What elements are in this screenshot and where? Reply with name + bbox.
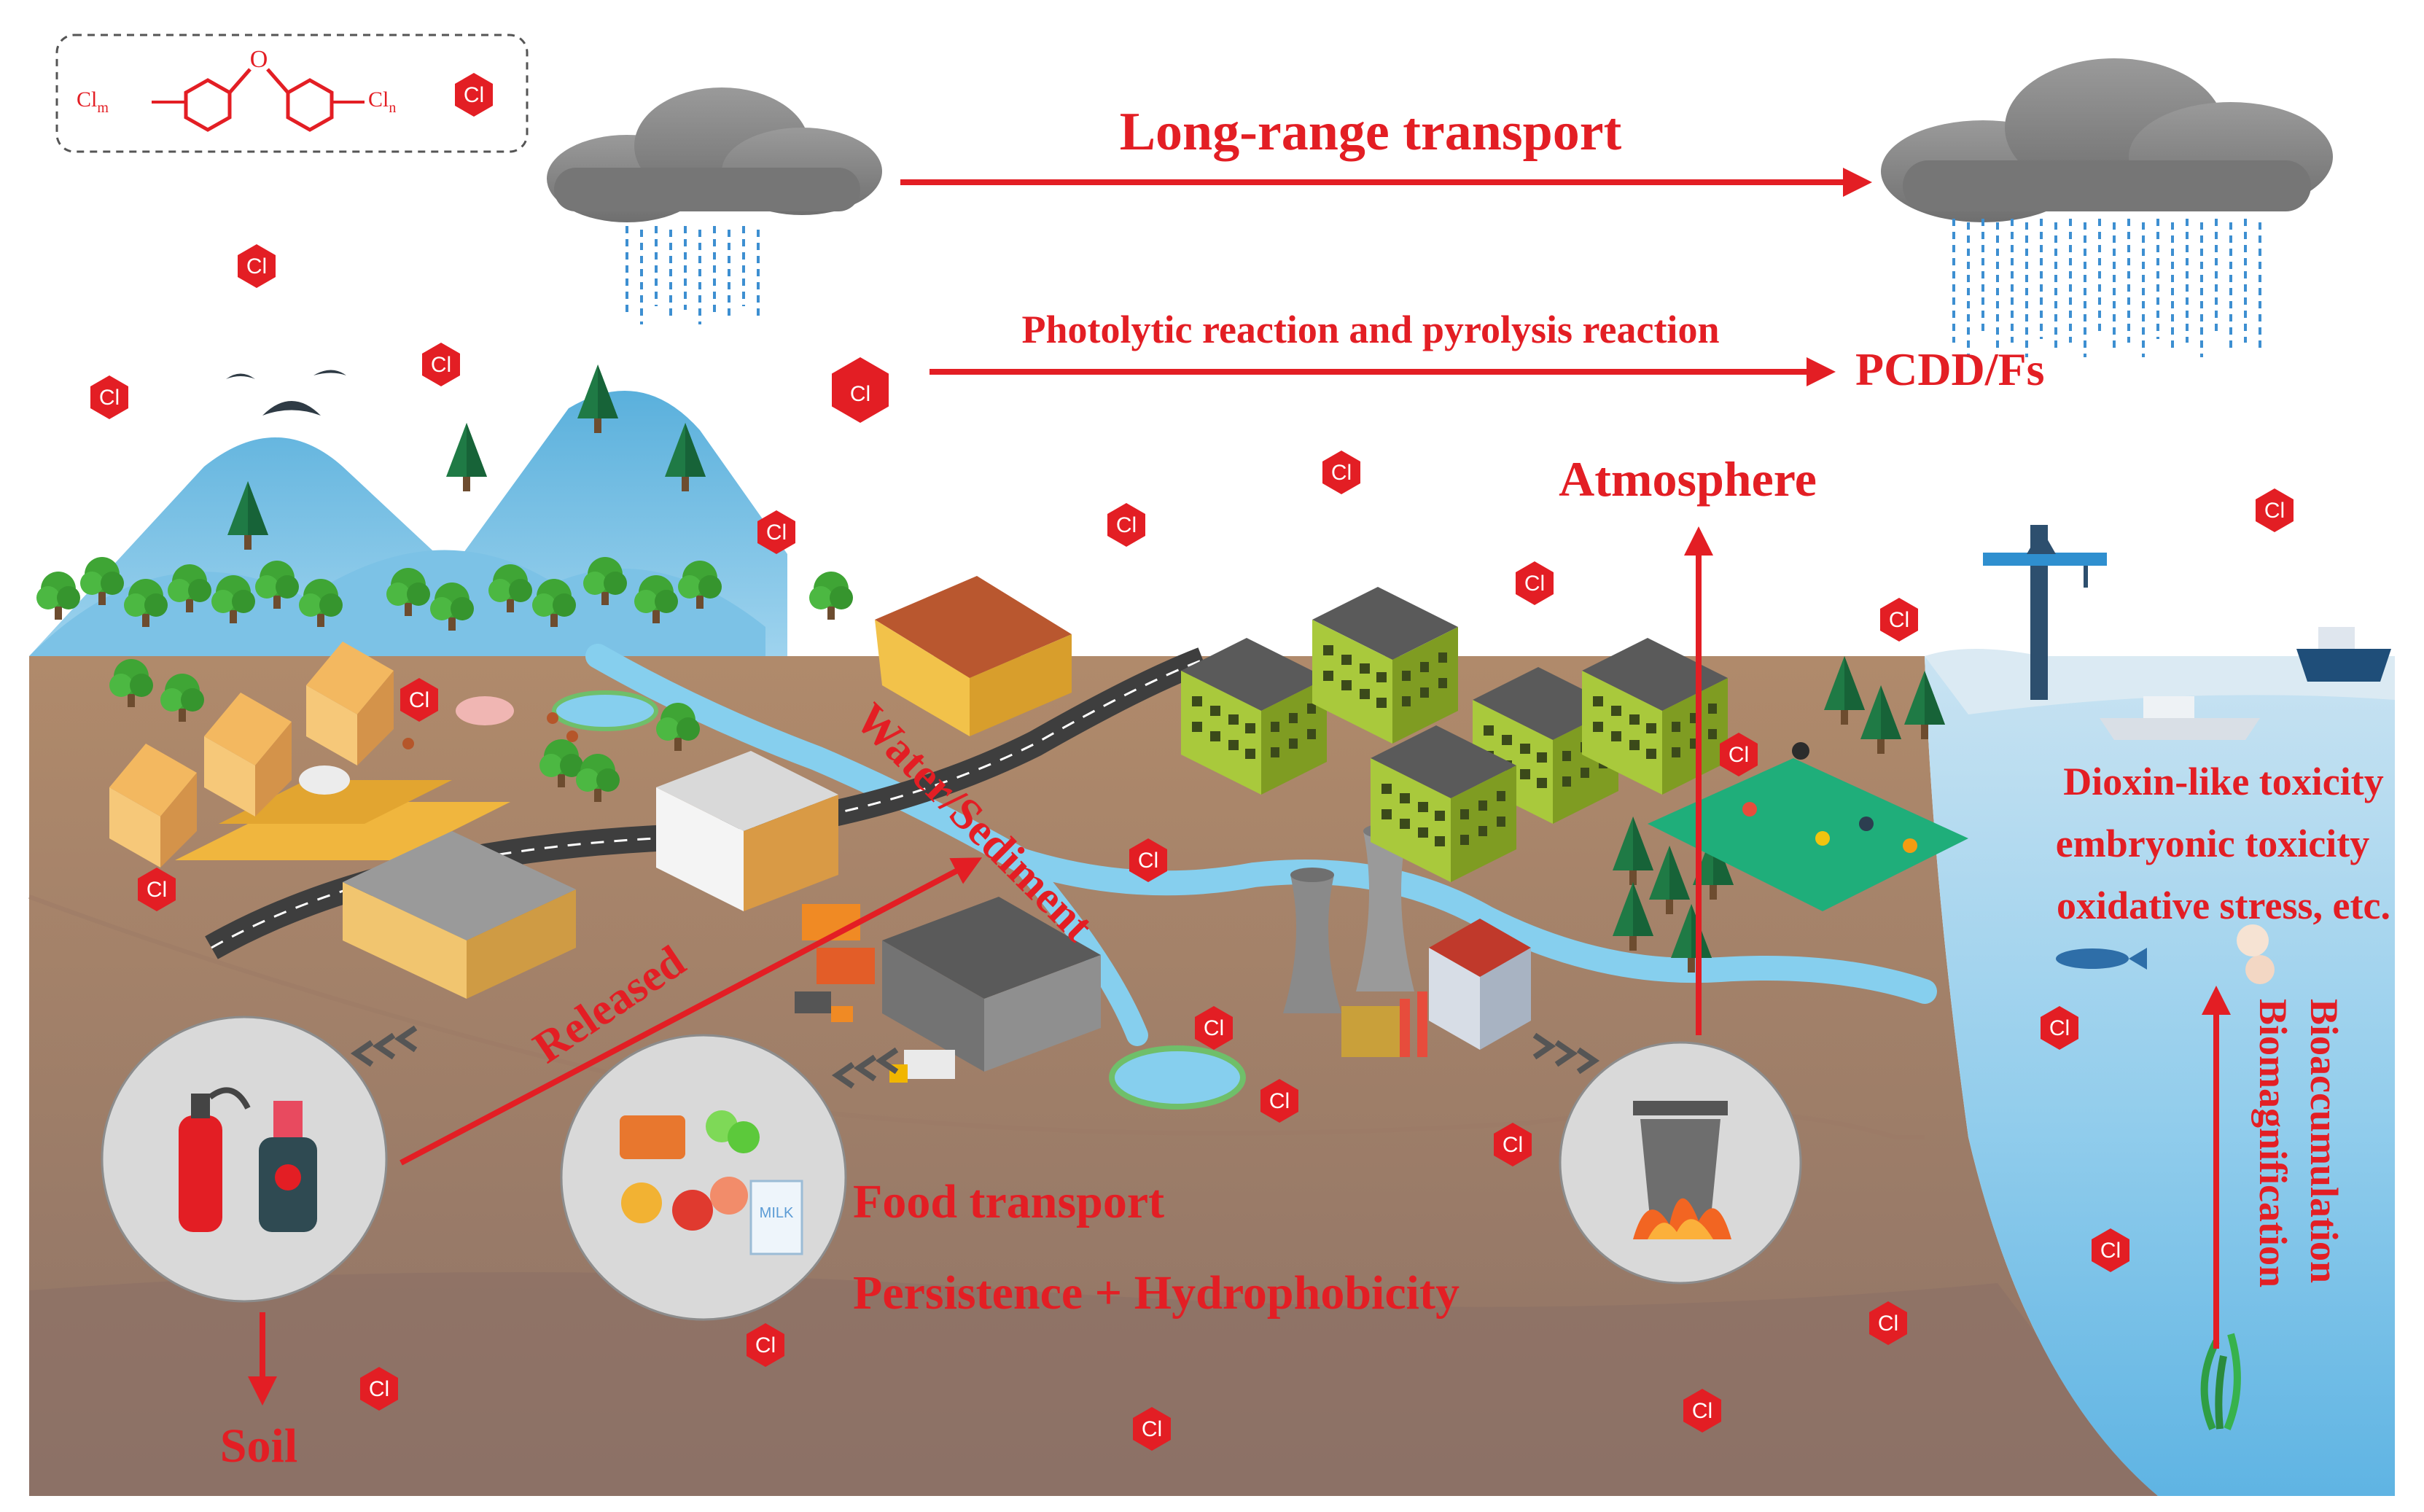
cloud-right [1881,58,2333,357]
left-substituent: Cl [77,87,97,112]
food-source: MILK [560,1034,847,1321]
cl-badge-label: Cl [1889,608,1909,632]
cl-badge-label: Cl [1331,461,1352,485]
cl-badge-label: Cl [1878,1312,1898,1336]
cl-badge-label: Cl [755,1333,776,1357]
milk-label: MILK [760,1205,794,1221]
food-transport-label: Food transport [853,1175,1164,1228]
cl-badge: Cl [747,1323,784,1367]
biomagnification-label: Biomagnification [2251,999,2295,1287]
cl-badge: Cl [1880,598,1918,642]
cl-badge-label: Cl [1142,1417,1162,1441]
cl-badge-label: Cl [1204,1016,1224,1040]
cl-badge: Cl [2092,1228,2129,1272]
fire-extinguisher-source [101,1016,388,1303]
cl-badge: Cl [1683,1389,1721,1433]
toxicity-line-3: oxidative stress, etc. [2057,884,2390,927]
cl-badge: Cl [238,244,276,288]
cl-badge-label: Cl [99,386,120,410]
cl-badge: Cl [90,375,128,419]
cl-badge-label: Cl [1729,743,1749,767]
cl-badge: Cl [400,678,438,722]
cl-badge-label: Cl [2100,1239,2121,1263]
cl-badge-label: Cl [1503,1133,1523,1157]
cl-badge-label: Cl [2049,1016,2070,1040]
cl-badge: Cl [1195,1006,1233,1050]
birds-icon [226,370,346,416]
svg-text:Clm: Clm [77,87,109,116]
cl-badge-label: Cl [1692,1399,1712,1423]
toxicity-line-2: embryonic toxicity [2056,822,2369,865]
right-substituent: Cl [368,87,389,112]
cl-badge-label: Cl [409,688,429,712]
incineration-source [1559,1041,1802,1285]
flow-chevrons [350,1025,1600,1089]
structure-cl-badge: Cl [464,83,484,107]
cl-badge-label: Cl [766,521,787,545]
cl-badge: Cl [1869,1301,1907,1345]
farm [109,642,578,868]
cl-badge: Cl [422,343,460,386]
persistence-label: Persistence + Hydrophobicity [853,1266,1460,1320]
chemical-structure: O Clm Cln Cl [55,34,529,153]
svg-text:Cln: Cln [368,87,396,116]
cl-badge: Cl [1720,733,1758,776]
released-arrow [400,857,983,1166]
cl-badge: Cl [1494,1123,1532,1166]
cl-badge-label: Cl [431,353,451,377]
cl-badge: Cl [1107,503,1145,547]
cl-badge: Cl [2256,488,2294,532]
cl-badge: Cl [1516,561,1554,605]
cl-badge: Cl [138,868,176,911]
long-range-transport-label: Long-range transport [1120,102,1622,162]
cl-badge: Cl [2041,1006,2078,1050]
soil-label: Soil [220,1419,297,1473]
house [875,576,1072,736]
cl-badge-label: Cl [1116,513,1137,537]
sea-objects [1983,525,2391,1430]
park [1648,742,1968,911]
bioaccumulation-label: Bioaccumulation [2302,999,2346,1283]
cl-badge: Cl [1129,838,1167,882]
atmosphere-label: Atmosphere [1559,451,1817,507]
cl-badge: Cl [1133,1407,1171,1451]
seaweed-icon [2200,1333,2241,1430]
cl-badge: Cl [1322,451,1360,494]
cl-badge: Cl [832,357,889,423]
cl-badge-label: Cl [850,382,870,406]
photolytic-reaction-label: Photolytic reaction and pyrolysis reacti… [1022,308,1720,351]
industry [343,751,1531,1083]
cl-badge-label: Cl [1269,1089,1290,1113]
cl-badge: Cl [757,510,795,554]
cl-badge-label: Cl [246,254,267,278]
left-substituent-index: m [97,100,109,116]
cl-badge-label: Cl [2264,499,2285,523]
oxygen-label: O [250,46,268,73]
cloud-left [547,87,882,324]
cl-badge-label: Cl [1524,572,1545,596]
pcdd-label: PCDD/Fs [1855,343,2045,395]
cl-badge-label: Cl [147,878,167,902]
cl-badge: Cl [1260,1079,1298,1123]
cl-badge: Cl [360,1367,398,1411]
cl-badge-label: Cl [369,1377,389,1401]
cl-badge-label: Cl [1138,849,1158,873]
right-substituent-index: n [389,100,396,116]
toxicity-line-1: Dioxin-like toxicity [2063,760,2383,803]
arrows [248,168,2231,1406]
